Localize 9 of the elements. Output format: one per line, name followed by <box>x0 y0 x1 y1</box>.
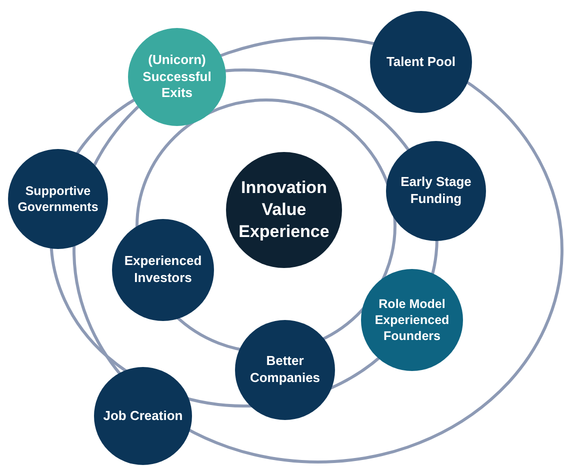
node-label: Early Stage Funding <box>400 174 472 208</box>
node-label: Better Companies <box>248 353 322 387</box>
node-label: (Unicorn) Successful Exits <box>142 52 212 102</box>
node-label: Supportive Governments <box>16 182 100 216</box>
node-label: Role Model Experienced Founders <box>374 296 450 344</box>
node-label: Job Creation <box>103 408 183 424</box>
node-label: Experienced Investors <box>123 253 203 287</box>
node-label: Talent Pool <box>386 54 456 70</box>
node-label: Innovation Value Experience <box>238 176 330 244</box>
